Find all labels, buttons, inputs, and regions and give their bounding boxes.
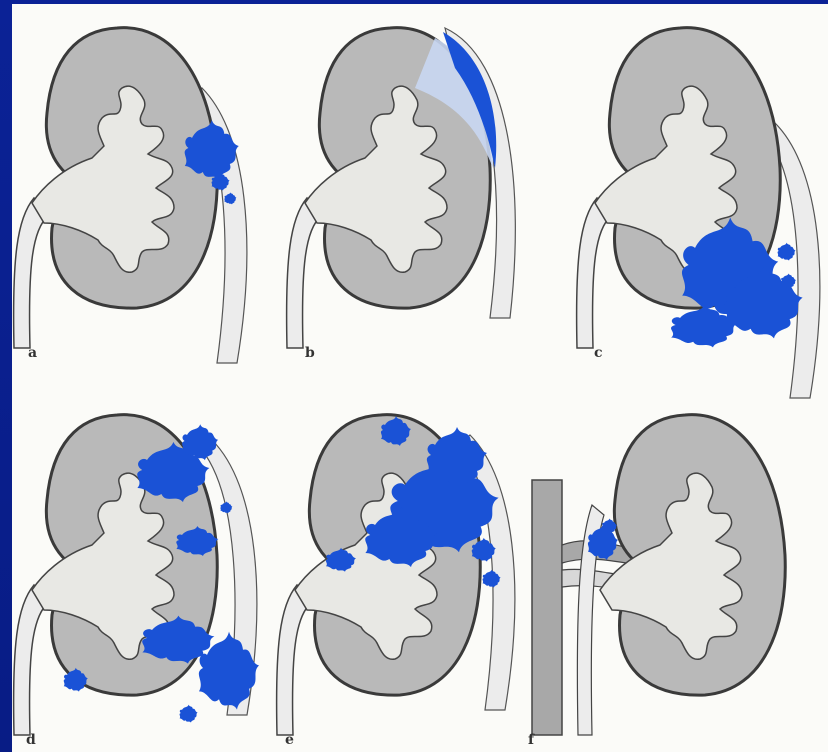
panel-f-vessel [532, 480, 562, 735]
panel-c-kidney [577, 28, 820, 398]
panel-label-d: d [26, 732, 36, 748]
panel-label-b: b [305, 345, 315, 361]
panel-label-c: c [594, 345, 603, 361]
panel-label-a: a [28, 345, 37, 361]
panel-label-e: e [285, 732, 294, 748]
panel-label-f: f [528, 732, 534, 748]
panel-a-kidney [14, 28, 247, 363]
panel-e-kidney [277, 415, 515, 735]
panel-b-kidney [287, 28, 516, 348]
panel-f-kidney [532, 415, 785, 735]
panel-d-kidney [14, 415, 259, 735]
